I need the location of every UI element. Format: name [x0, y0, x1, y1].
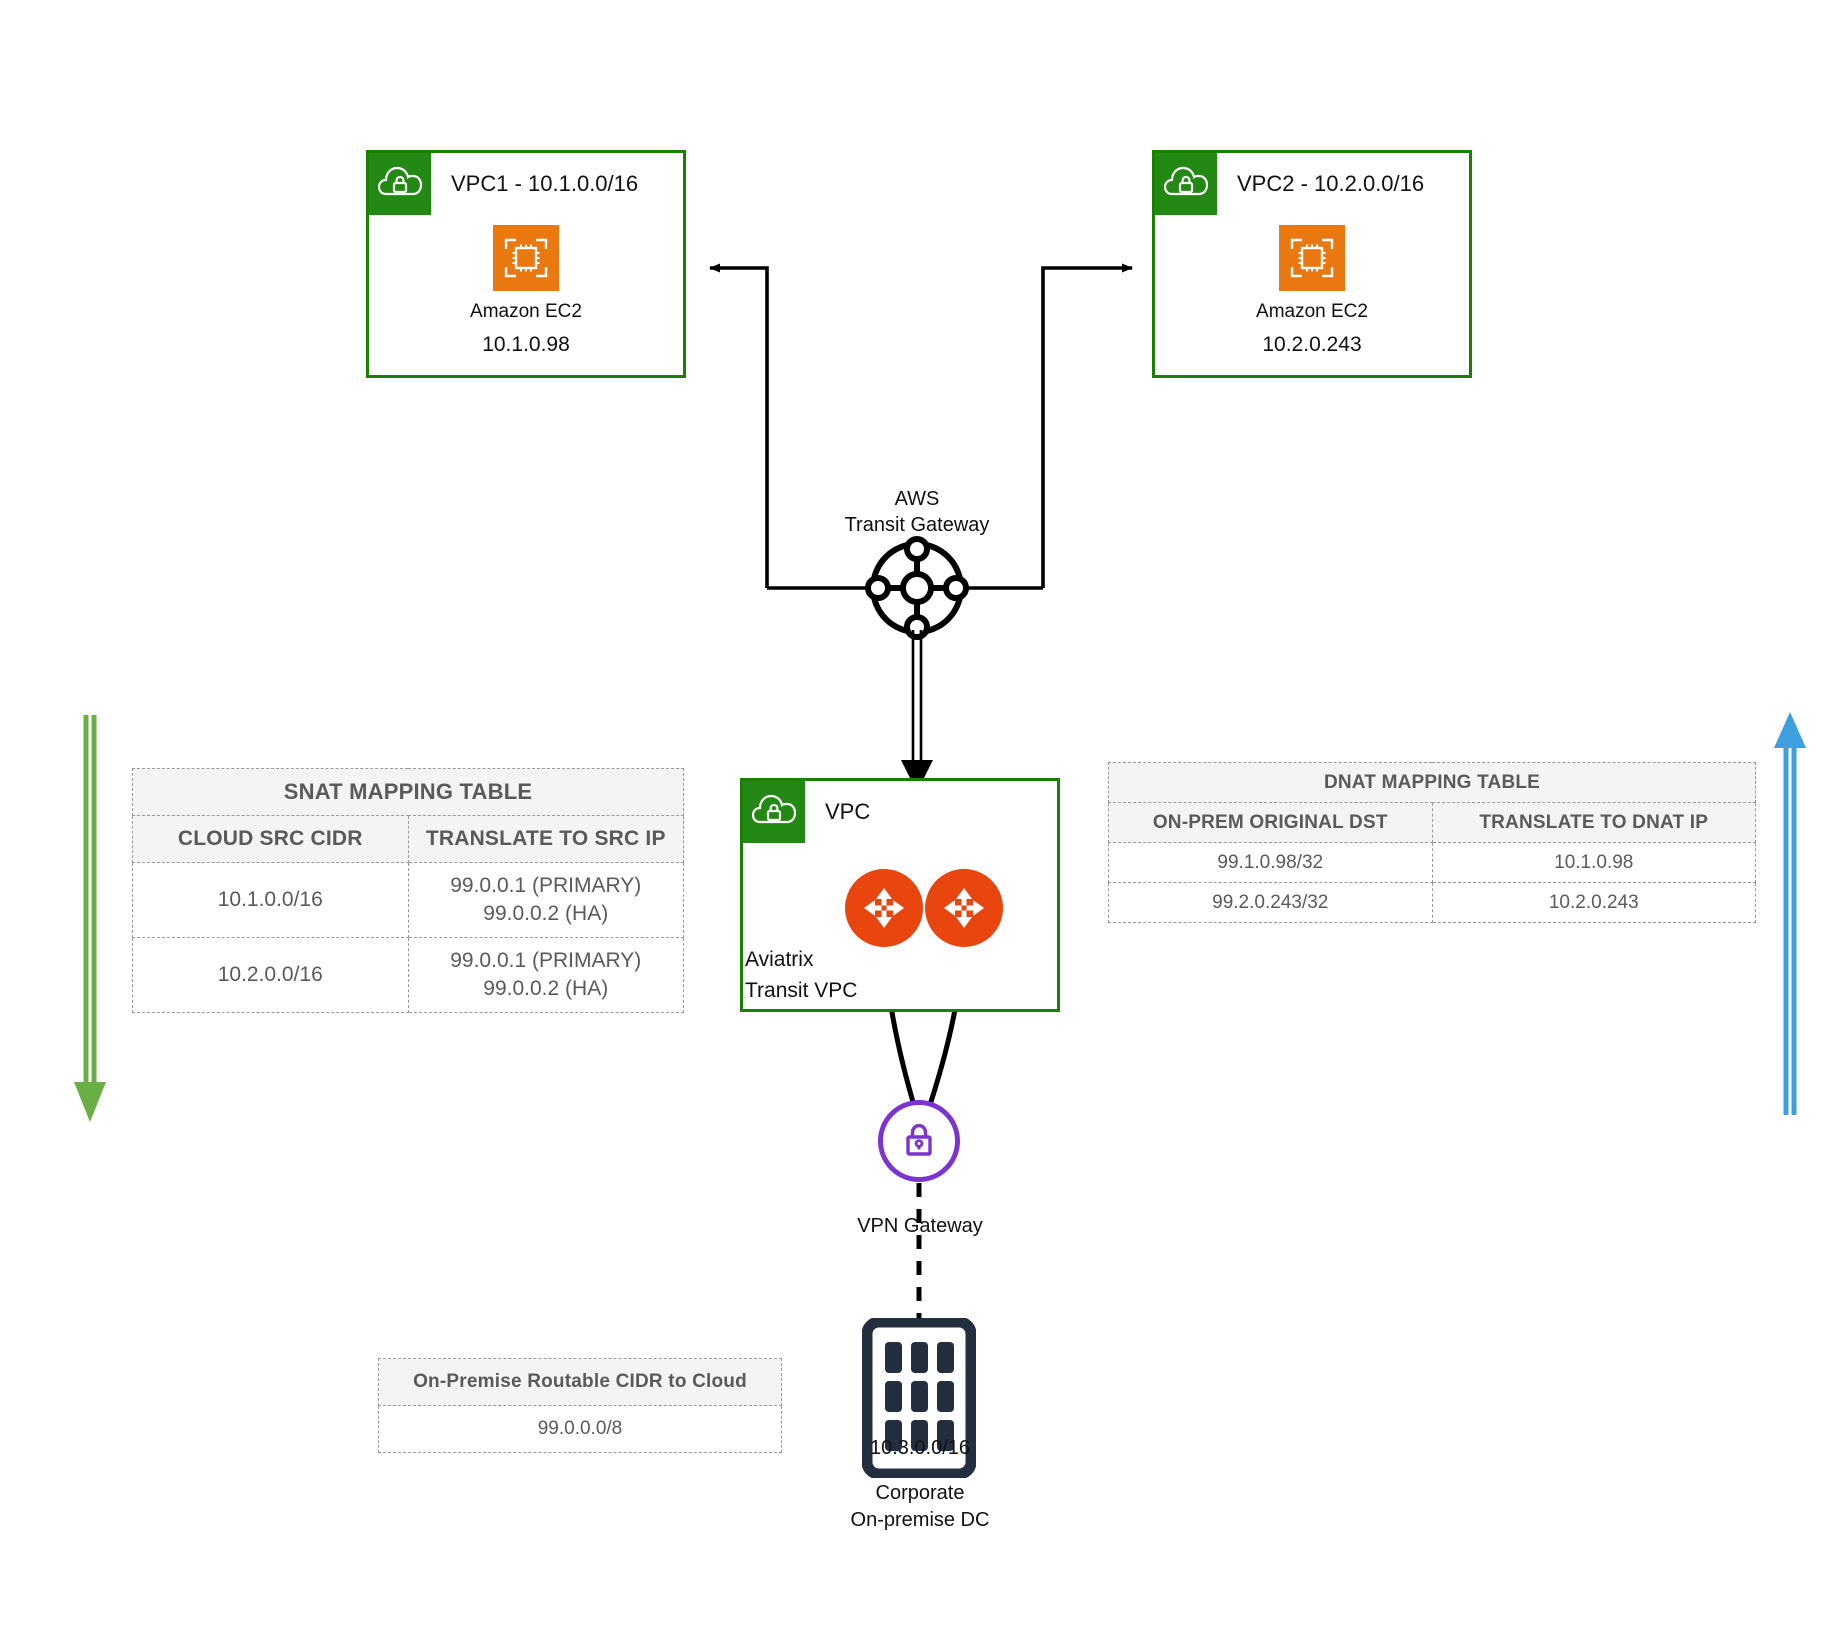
- vpc2-ec2-node[interactable]: Amazon EC2 10.2.0.243: [1256, 225, 1368, 357]
- vpc2-box[interactable]: VPC2 - 10.2.0.0/16: [1152, 150, 1472, 378]
- on-prem-dc-label-line2: On-premise DC: [850, 1509, 990, 1531]
- padlock-icon: [906, 1123, 932, 1156]
- table-row: 99.1.0.98/32 10.1.0.98: [1108, 842, 1756, 883]
- dnat-row1-dst: 99.1.0.98/32: [1108, 842, 1433, 883]
- table-row: 99.0.0.0/8: [378, 1405, 782, 1453]
- transit-gateway-label: AWS Transit Gateway: [770, 486, 1064, 538]
- vpn-gateway-label: VPN Gateway: [857, 1215, 983, 1237]
- vpc1-box[interactable]: VPC1 - 10.1.0.0/16: [366, 150, 686, 378]
- tgw-label-line2: Transit Gateway: [844, 514, 990, 536]
- vpc1-title: VPC1 - 10.1.0.0/16: [451, 171, 639, 196]
- inbound-flow-arrow: [1774, 712, 1806, 1115]
- aviatrix-gateway-primary[interactable]: [845, 869, 923, 947]
- snat-row2-translate: 99.0.0.1 (PRIMARY) 99.0.0.2 (HA): [407, 937, 684, 1013]
- vpc2-ec2-ip: 10.2.0.243: [1262, 333, 1362, 356]
- dnat-mapping-table: DNAT MAPPING TABLE ON-PREM ORIGINAL DST …: [1108, 762, 1756, 923]
- vpc-cloud-lock-icon: [369, 153, 431, 215]
- snat-table-title-row: SNAT MAPPING TABLE: [132, 768, 684, 816]
- aviatrix-router-arrows-icon: [944, 888, 984, 928]
- aviatrix-router-arrows-icon: [864, 888, 904, 928]
- on-prem-dc-label: Corporate On-premise DC: [800, 1480, 1040, 1534]
- dnat-table-title: DNAT MAPPING TABLE: [1108, 762, 1756, 803]
- on-prem-dc-label-line1: Corporate: [875, 1482, 965, 1504]
- cidr-table-title: On-Premise Routable CIDR to Cloud: [378, 1358, 782, 1406]
- aviatrix-label-line2: Transit VPC: [745, 979, 858, 1002]
- dnat-row2-dst: 99.2.0.243/32: [1108, 882, 1433, 923]
- transit-vpc-title: VPC: [825, 799, 871, 824]
- vpc-cloud-lock-icon: [1155, 153, 1217, 215]
- table-row: 10.1.0.0/16 99.0.0.1 (PRIMARY) 99.0.0.2 …: [132, 862, 684, 938]
- dnat-table-header-row: ON-PREM ORIGINAL DST TRANSLATE TO DNAT I…: [1108, 802, 1756, 843]
- tgw-label-line1: AWS: [894, 488, 940, 510]
- dnat-row1-translate: 10.1.0.98: [1431, 842, 1756, 883]
- snat-table-header-row: CLOUD SRC CIDR TRANSLATE TO SRC IP: [132, 815, 684, 863]
- vpc1-ec2-label: Amazon EC2: [470, 301, 582, 322]
- on-prem-datacenter-node[interactable]: [861, 1316, 977, 1480]
- aviatrix-gateway-ha[interactable]: [925, 869, 1003, 947]
- vpc1-ec2-ip: 10.1.0.98: [482, 333, 570, 356]
- snat-table-title: SNAT MAPPING TABLE: [132, 768, 684, 816]
- cidr-table-title-row: On-Premise Routable CIDR to Cloud: [378, 1358, 782, 1406]
- vpc-cloud-lock-icon: [743, 781, 805, 843]
- on-prem-routable-cidr-table: On-Premise Routable CIDR to Cloud 99.0.0…: [378, 1358, 782, 1453]
- snat-header-cloud-src-cidr: CLOUD SRC CIDR: [132, 815, 409, 863]
- vpc2-ec2-label: Amazon EC2: [1256, 301, 1368, 322]
- dnat-header-translate-to-dnat-ip: TRANSLATE TO DNAT IP: [1431, 802, 1756, 843]
- table-row: 99.2.0.243/32 10.2.0.243: [1108, 882, 1756, 923]
- on-prem-dc-cidr: 10.3.0.0/16: [869, 1437, 971, 1459]
- dnat-row2-translate: 10.2.0.243: [1431, 882, 1756, 923]
- vpc1-ec2-node[interactable]: Amazon EC2 10.1.0.98: [470, 225, 582, 357]
- connector-tgw-to-vpc1: [709, 263, 769, 588]
- connector-tgw-to-transit-vpc: [901, 630, 933, 792]
- aviatrix-label-line1: Aviatrix: [745, 948, 814, 971]
- snat-mapping-table: SNAT MAPPING TABLE CLOUD SRC CIDR TRANSL…: [132, 768, 684, 1013]
- connector-tgw-to-vpc2: [1041, 263, 1133, 588]
- aviatrix-transit-vpc-label: Aviatrix Transit VPC: [745, 944, 935, 1006]
- dnat-table-title-row: DNAT MAPPING TABLE: [1108, 762, 1756, 803]
- transit-vpc-box[interactable]: VPC: [740, 778, 1060, 1012]
- table-row: 10.2.0.0/16 99.0.0.1 (PRIMARY) 99.0.0.2 …: [132, 937, 684, 1013]
- outbound-flow-arrow: [74, 715, 106, 1122]
- dnat-header-on-prem-original-dst: ON-PREM ORIGINAL DST: [1108, 802, 1433, 843]
- transit-gateway-hub-icon: [865, 536, 969, 640]
- cidr-table-value: 99.0.0.0/8: [378, 1405, 782, 1453]
- snat-row1-translate: 99.0.0.1 (PRIMARY) 99.0.0.2 (HA): [407, 862, 684, 938]
- datacenter-building-icon: [861, 1316, 977, 1480]
- amazon-ec2-icon: [492, 225, 559, 291]
- vpc2-title: VPC2 - 10.2.0.0/16: [1237, 171, 1425, 196]
- snat-row2-cidr: 10.2.0.0/16: [132, 937, 409, 1013]
- snat-header-translate-to-src-ip: TRANSLATE TO SRC IP: [407, 815, 684, 863]
- vpn-gateway-node[interactable]: [878, 1100, 960, 1182]
- snat-row1-cidr: 10.1.0.0/16: [132, 862, 409, 938]
- amazon-ec2-icon: [1278, 225, 1345, 291]
